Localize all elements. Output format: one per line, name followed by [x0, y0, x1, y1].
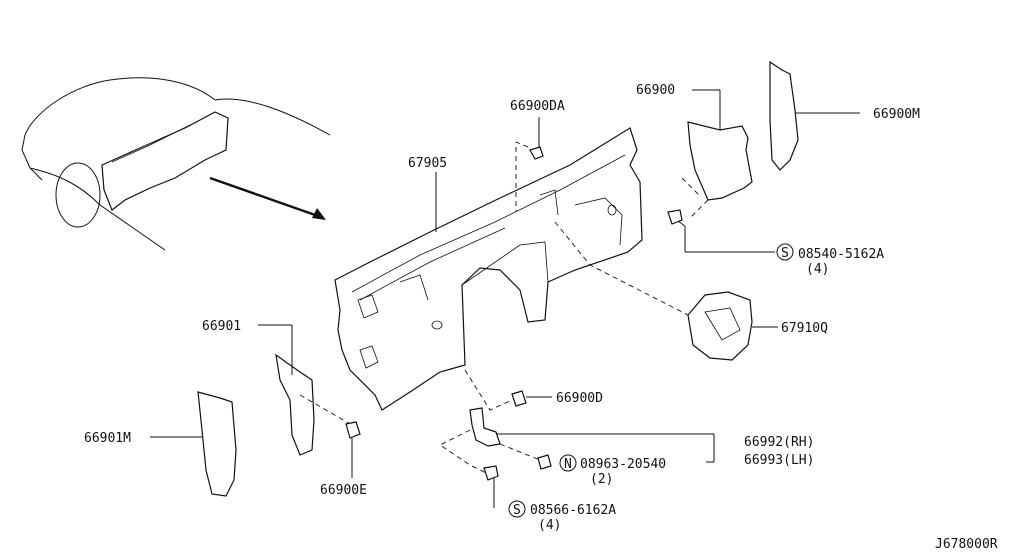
screw-08540 — [667, 209, 794, 261]
dash-panel-67905 — [334, 127, 643, 411]
part-66901M — [150, 391, 237, 497]
label-66901M: 66901M — [84, 431, 131, 446]
clip-66900E — [345, 421, 361, 478]
label-66900M: 66900M — [873, 107, 920, 122]
bracket-66992-66993 — [439, 407, 715, 476]
diagram-id: J678000R — [935, 537, 998, 552]
label-08566-6162A: 08566-6162A — [530, 503, 616, 518]
part-66900M — [769, 60, 860, 171]
symbol-screw-08566: S — [513, 503, 521, 518]
label-66900: 66900 — [636, 83, 675, 98]
label-08963-20540: 08963-20540 — [580, 457, 666, 472]
direction-arrow — [209, 176, 326, 220]
clip-66900DA — [515, 117, 544, 212]
screw-08566 — [483, 465, 526, 518]
label-08963-qty: (2) — [590, 472, 613, 487]
vehicle-outline — [21, 77, 331, 251]
part-67910Q — [554, 221, 778, 361]
label-66900D: 66900D — [556, 391, 603, 406]
symbol-nut-08963: N — [564, 457, 572, 472]
label-08540-5162A: 08540-5162A — [798, 247, 884, 262]
label-67905: 67905 — [408, 156, 447, 171]
label-66992: 66992(RH) — [744, 435, 814, 450]
clip-66900D — [464, 369, 552, 411]
symbol-screw-08540: S — [781, 246, 789, 261]
part-66900 — [681, 89, 753, 219]
label-08566-qty: (4) — [538, 518, 561, 533]
label-66901: 66901 — [202, 319, 241, 334]
label-66900DA: 66900DA — [510, 99, 565, 114]
nut-08963 — [537, 454, 577, 472]
part-66901 — [258, 324, 353, 456]
label-66993: 66993(LH) — [744, 453, 814, 468]
label-66900E: 66900E — [320, 483, 367, 498]
label-67910Q: 67910Q — [781, 321, 828, 336]
label-08540-qty: (4) — [806, 262, 829, 277]
